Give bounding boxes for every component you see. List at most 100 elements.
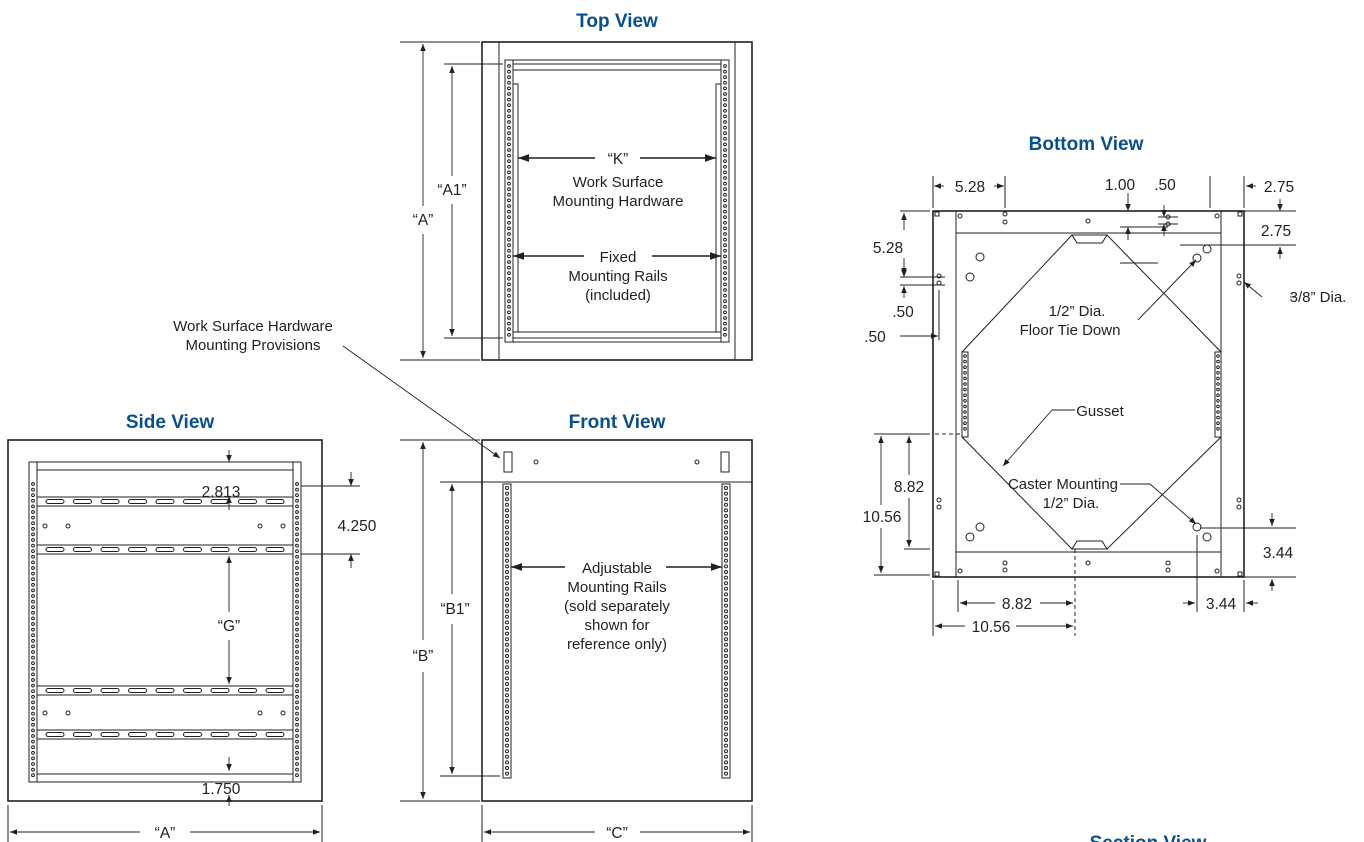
rail-hole xyxy=(505,519,509,524)
rail-hole xyxy=(723,293,727,298)
rail-hole xyxy=(724,609,728,614)
rail-hole xyxy=(963,387,967,392)
rail-hole xyxy=(723,310,727,315)
rail-hole xyxy=(295,515,299,520)
band-slot xyxy=(128,732,147,737)
rail-hole xyxy=(295,728,299,733)
rail-hole xyxy=(31,543,35,548)
rail-hole xyxy=(295,706,299,710)
work-surface-label: Work Surface xyxy=(573,174,664,191)
rail-hole xyxy=(1216,427,1220,431)
rail-hole xyxy=(724,670,728,675)
band-slot xyxy=(155,688,175,693)
rail-hole xyxy=(723,288,727,292)
rail-hole xyxy=(723,215,727,220)
bottom-view-title: Bottom View xyxy=(1029,134,1144,155)
rail-hole xyxy=(31,700,35,705)
rail-hole xyxy=(295,722,299,727)
front-dim-b1: “B1” xyxy=(440,601,469,618)
rail-hole xyxy=(963,415,967,420)
rail-hole xyxy=(295,582,299,587)
rail-hole xyxy=(724,586,728,591)
rail-hole xyxy=(505,687,509,692)
rail-hole xyxy=(723,164,727,169)
rail-hole xyxy=(723,86,727,91)
fixed-rails-label-2: Mounting Rails xyxy=(568,268,667,285)
rail-hole xyxy=(724,614,728,619)
rail-hole xyxy=(505,670,509,675)
rail-hole xyxy=(507,304,511,309)
floor-tie-label: 1/2” Dia. xyxy=(1049,303,1106,320)
bottom-dim-1056-bottom: 10.56 xyxy=(972,619,1011,636)
rail-hole xyxy=(31,588,35,593)
top-dim-a1: “A1” xyxy=(437,182,466,199)
rail-hole xyxy=(724,570,728,574)
rail-hole xyxy=(295,554,299,559)
rail-hole xyxy=(1216,387,1220,392)
band-slot xyxy=(155,499,175,504)
rail-hole xyxy=(507,159,511,164)
rail-hole xyxy=(723,75,727,80)
rail-hole xyxy=(963,399,967,403)
rail-hole xyxy=(724,682,728,686)
band-hole xyxy=(65,710,71,716)
rail-hole xyxy=(295,605,299,610)
rail-hole xyxy=(723,64,727,68)
rail-hole xyxy=(31,521,35,526)
rail-hole xyxy=(724,575,728,580)
rail-hole xyxy=(505,732,509,737)
rail-hole xyxy=(295,678,299,682)
rail-hole xyxy=(963,371,967,375)
band-slot xyxy=(210,732,230,737)
rail-hole xyxy=(31,767,35,772)
bottom-dim-344-right: 3.44 xyxy=(1263,545,1294,562)
rail-hole xyxy=(31,493,35,498)
rail-hole xyxy=(963,376,967,381)
side-dim-1750: 1.750 xyxy=(202,781,241,798)
band-slot xyxy=(265,732,285,737)
rail-hole xyxy=(724,726,728,731)
rail-hole xyxy=(724,536,728,541)
rail-hole xyxy=(724,598,728,602)
rail-hole xyxy=(507,237,511,242)
rail-hole xyxy=(507,192,511,197)
rail-hole xyxy=(724,698,728,703)
rail-hole xyxy=(295,750,299,755)
rail-hole xyxy=(507,64,511,68)
rail-hole xyxy=(507,75,511,80)
rail-hole xyxy=(295,543,299,548)
rail-hole xyxy=(31,711,35,716)
rail-hole xyxy=(507,142,511,147)
rail-hole xyxy=(505,514,509,518)
rail-hole xyxy=(505,609,509,614)
rail-hole xyxy=(507,265,511,270)
band-hole xyxy=(257,523,263,529)
rail-hole xyxy=(507,170,511,175)
band-slot xyxy=(100,499,120,504)
band-slot xyxy=(183,499,202,504)
rail-hole xyxy=(724,603,728,608)
rail-hole xyxy=(505,570,509,574)
rail-hole xyxy=(507,271,511,276)
rail-hole xyxy=(505,771,509,776)
front-view-drawing xyxy=(400,439,753,842)
rail-hole xyxy=(31,722,35,727)
rail-hole xyxy=(1216,421,1220,426)
rail-hole xyxy=(505,553,509,558)
rail-hole xyxy=(507,136,511,141)
rail-hole xyxy=(295,661,299,666)
floor-tie-label-2: Floor Tie Down xyxy=(1020,322,1121,339)
mounting-band xyxy=(36,694,294,731)
rail-hole xyxy=(724,766,728,770)
rail-hole xyxy=(295,566,299,570)
rail-hole xyxy=(507,108,511,113)
rail-hole xyxy=(507,97,511,102)
rail-hole xyxy=(31,571,35,576)
rail-hole xyxy=(507,276,511,281)
side-view-title: Side View xyxy=(126,412,215,433)
rail-hole xyxy=(724,502,728,507)
rail-hole xyxy=(295,773,299,778)
rail-hole xyxy=(505,676,509,681)
rail-hole xyxy=(505,642,509,647)
front-dim-b: “B” xyxy=(413,648,434,665)
